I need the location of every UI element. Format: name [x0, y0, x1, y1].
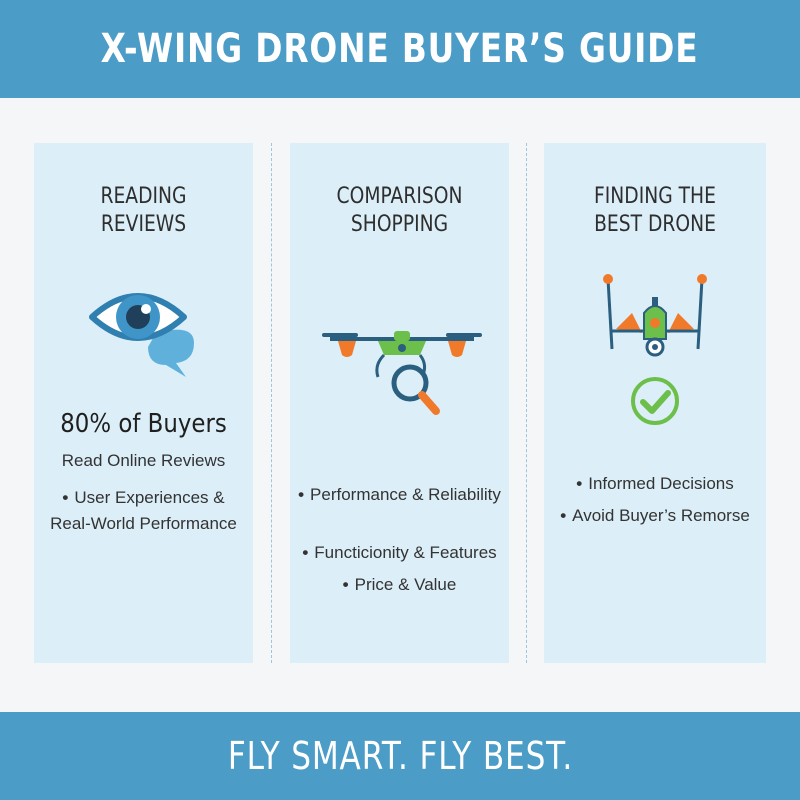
bullet-text: Informed Decisions: [588, 474, 734, 493]
panel-title-line: REVIEWS: [100, 212, 187, 237]
panel-reading-reviews: READING REVIEWS 80% of Buyers Read Onlin…: [34, 143, 253, 663]
list-item: •Avoid Buyer’s Remorse: [560, 506, 750, 525]
check-icon: [631, 377, 679, 425]
page-title: X-WING DRONE BUYER’S GUIDE: [101, 26, 699, 72]
header-banner: X-WING DRONE BUYER’S GUIDE: [0, 0, 800, 98]
list-item: •User Experiences &: [62, 488, 225, 507]
panel-title: COMPARISON SHOPPING: [306, 183, 492, 239]
bullet-text: Price & Value: [354, 575, 457, 594]
panel-title-line: READING: [100, 184, 187, 209]
panel-finding-best-drone: FINDING THE BEST DRONE •Informed Decisio…: [544, 143, 766, 663]
panel-title-line: SHOPPING: [350, 212, 449, 237]
list-item: •Functicionity & Features: [302, 543, 497, 562]
bullet-text: User Experiences &: [74, 488, 225, 507]
list-item: •Informed Decisions: [576, 474, 734, 493]
panel-title-line: FINDING THE: [594, 184, 716, 209]
panel-comparison-shopping: COMPARISON SHOPPING •Performance & Relia…: [290, 143, 509, 663]
bullet-text: Performance & Reliability: [310, 485, 501, 504]
xwing-drone-icon: [603, 274, 707, 357]
panel-title: FINDING THE BEST DRONE: [561, 183, 750, 239]
stat-headline: 80% of Buyers: [60, 409, 227, 439]
footer-tagline: FLY SMART. FLY BEST.: [227, 734, 573, 778]
panel-title-line: BEST DRONE: [594, 212, 716, 237]
list-item: Real-World Performance: [34, 509, 253, 539]
panel-divider: [271, 143, 272, 663]
stat-subtitle: Read Online Reviews: [61, 451, 226, 470]
bullet-text: Avoid Buyer’s Remorse: [572, 506, 750, 525]
footer-banner: FLY SMART. FLY BEST.: [0, 712, 800, 800]
list-item: •Price & Value: [342, 575, 457, 594]
bullet-text: Functicionity & Features: [314, 543, 497, 562]
drone-magnifier-icon: [322, 331, 482, 415]
list-item: •Performance & Reliability: [298, 485, 501, 504]
panel-title-line: COMPARISON: [336, 184, 463, 209]
bullet-text: Real-World Performance: [50, 514, 237, 533]
panel-divider: [526, 143, 527, 663]
eye-speech-bubble-icon: [89, 293, 194, 377]
panel-title: READING REVIEWS: [50, 183, 236, 239]
